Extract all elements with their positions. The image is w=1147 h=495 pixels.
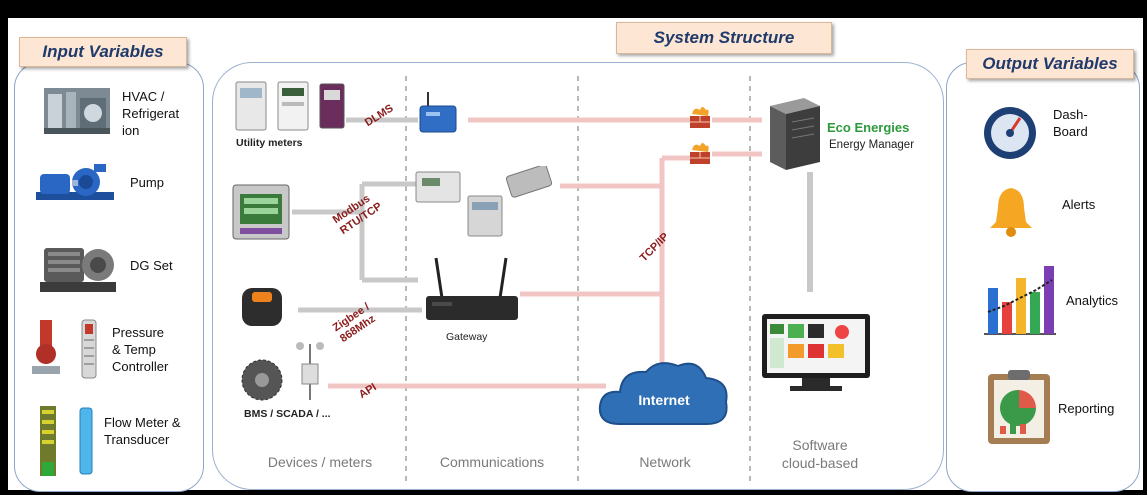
energy-manager-label: Energy Manager — [829, 139, 915, 151]
flow-meter-label: Flow Meter & Transducer — [104, 415, 181, 447]
internet-cloud-icon — [598, 362, 728, 425]
zigbee-device-icon — [242, 288, 282, 326]
firewall-icon — [690, 107, 710, 128]
input-variables-title: Input Variables — [19, 37, 187, 67]
pressure-temp-label: Pressure & Temp Controller — [112, 325, 169, 374]
bms-scada-label: BMS / SCADA / ... — [244, 408, 331, 420]
alerts-label: Alerts — [1062, 197, 1096, 212]
column-network: Network — [639, 454, 691, 470]
internet-label: Internet — [638, 392, 690, 408]
flow-meter-icon — [40, 406, 93, 476]
system-structure-title: System Structure — [616, 22, 832, 54]
pump-icon — [36, 164, 114, 200]
bms-scada-icon — [241, 342, 324, 401]
modbus-converter-icon — [415, 166, 553, 237]
dashboard-label: Dash- Board — [1053, 107, 1088, 139]
gateway-router-icon — [426, 257, 518, 320]
analytics-chart-icon — [984, 266, 1056, 335]
dashboard-gauge-icon — [984, 107, 1036, 159]
output-variables-title: Output Variables — [966, 49, 1134, 79]
modbus-meter-icon — [232, 184, 290, 240]
server-icon — [770, 98, 820, 170]
dg-set-icon — [40, 248, 116, 292]
dg-set-label: DG Set — [130, 258, 173, 273]
pump-label: Pump — [130, 175, 164, 190]
column-devices-meters: Devices / meters — [267, 454, 373, 470]
pressure-temp-controller-icon — [32, 319, 97, 379]
firewall-icon — [690, 143, 710, 164]
utility-meters-label: Utility meters — [236, 137, 303, 149]
gateway-label: Gateway — [446, 331, 488, 343]
brand-label: Eco Energies — [827, 120, 910, 135]
column-software-cloud: Software cloud-based — [781, 437, 859, 471]
hvac-label: HVAC / Refrigerat ion — [122, 89, 180, 138]
clipboard-report-icon — [988, 370, 1050, 444]
reporting-label: Reporting — [1058, 401, 1115, 416]
utility-meters-icon — [235, 81, 345, 131]
bell-icon — [990, 188, 1032, 237]
software-monitor-icon — [762, 314, 870, 391]
analytics-label: Analytics — [1066, 293, 1119, 308]
dlms-modem-icon — [419, 92, 457, 133]
column-communications: Communications — [439, 454, 545, 470]
connection-lines — [292, 76, 813, 482]
hvac-icon — [44, 88, 110, 134]
